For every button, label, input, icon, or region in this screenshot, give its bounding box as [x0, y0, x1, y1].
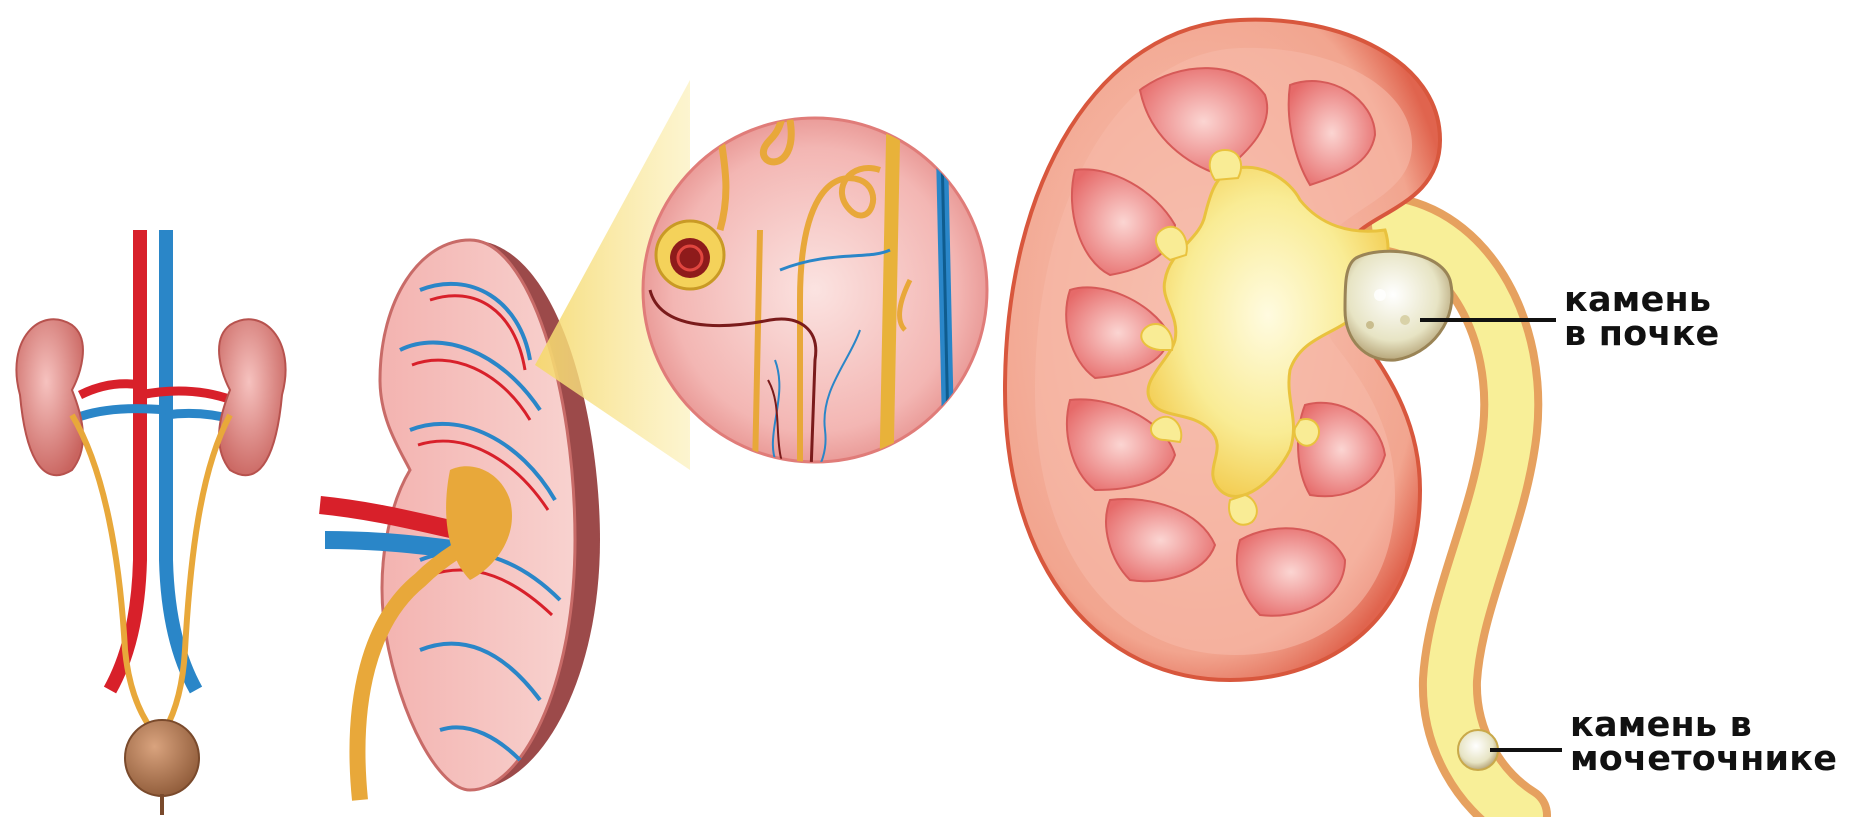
nephron-magnified-view [643, 40, 987, 540]
urinary-system-overview [16, 230, 285, 815]
ureter-stone-label-line2: мочеточнике [1570, 742, 1837, 776]
kidney-stone-label-line2: в почке [1564, 317, 1719, 351]
kidney-stone [1345, 251, 1452, 360]
kidney-with-stones [1005, 20, 1520, 815]
left-renal-artery [80, 384, 140, 395]
ureter-stone-label-line1: камень в [1570, 708, 1837, 742]
right-kidney [219, 319, 286, 475]
kidney-stone-label-line1: камень [1564, 283, 1719, 317]
right-renal-artery [140, 391, 232, 400]
collecting-duct [885, 40, 895, 540]
glomerulus [670, 238, 710, 278]
vena-cava [166, 230, 196, 690]
left-kidney [16, 319, 83, 475]
left-renal-vein [76, 409, 166, 418]
bladder [125, 720, 199, 796]
renal-vein [325, 540, 460, 550]
